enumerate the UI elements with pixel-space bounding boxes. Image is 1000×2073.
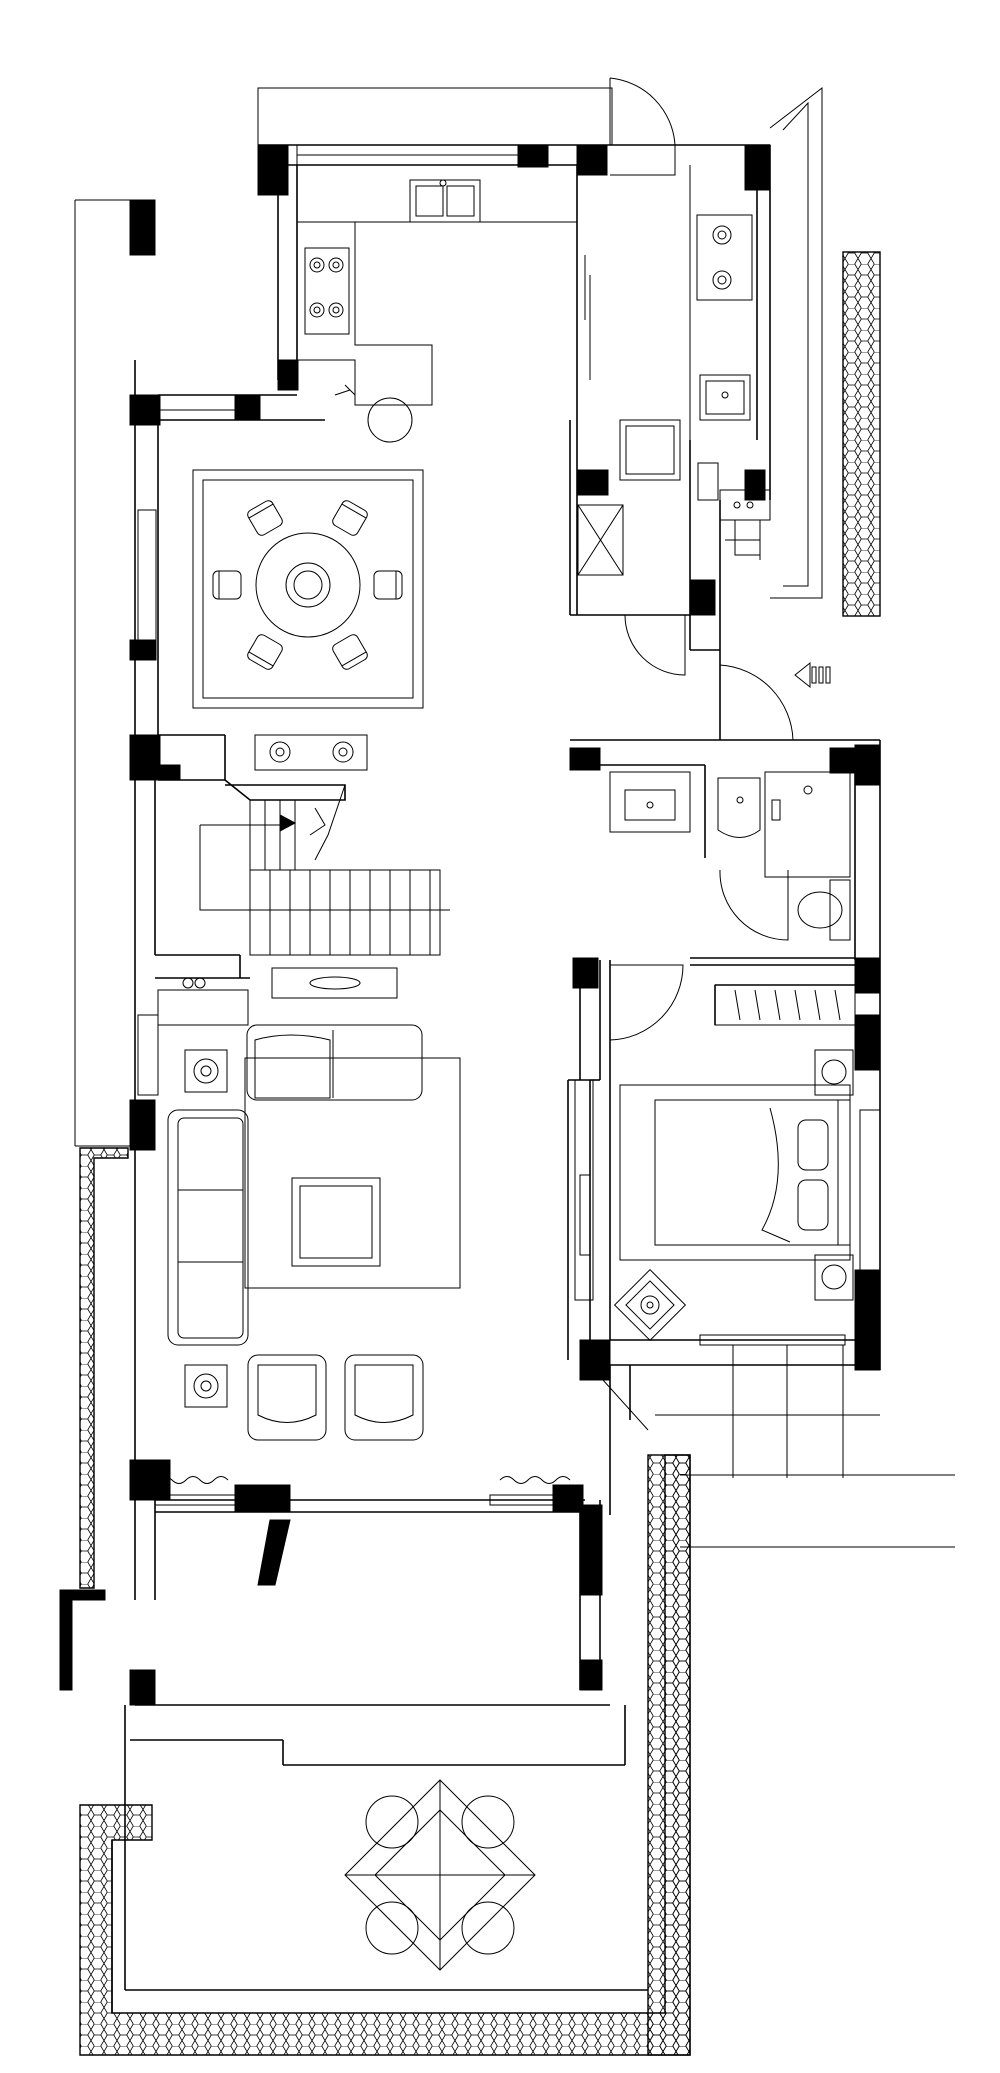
tv-console bbox=[271, 967, 398, 999]
living-rug bbox=[244, 1057, 461, 1289]
vanity bbox=[609, 771, 691, 833]
service-kitchen bbox=[577, 165, 771, 576]
three-seat-sofa bbox=[167, 1109, 249, 1346]
armchairs bbox=[247, 1354, 424, 1441]
living-room bbox=[157, 967, 571, 1484]
structural-columns bbox=[59, 144, 881, 1706]
staircase bbox=[199, 779, 450, 956]
coffee-table bbox=[291, 1177, 381, 1267]
four-burner-cooktop bbox=[304, 247, 350, 335]
double-bed bbox=[654, 1099, 851, 1246]
storage-cabinet bbox=[577, 504, 624, 576]
stair-steps bbox=[249, 800, 431, 955]
dining-room bbox=[192, 469, 424, 771]
dining-rug bbox=[192, 469, 424, 709]
bathroom bbox=[609, 771, 851, 941]
planter-left bbox=[79, 1147, 691, 2056]
gas-burners bbox=[696, 214, 753, 301]
entrance-arrow-icon bbox=[794, 661, 831, 689]
shower bbox=[764, 771, 851, 878]
round-dining-table bbox=[255, 532, 361, 638]
wardrobe bbox=[714, 984, 856, 1026]
bedside-tables bbox=[814, 1049, 854, 1301]
planter-right-top bbox=[842, 251, 881, 617]
service-sink bbox=[699, 374, 751, 421]
side-tables bbox=[184, 1049, 228, 1408]
two-seat-sofa bbox=[246, 1024, 423, 1101]
bedroom-armchair bbox=[613, 1268, 687, 1342]
dining-sideboard bbox=[254, 734, 368, 771]
site-outline bbox=[74, 86, 955, 1548]
double-sink bbox=[409, 179, 481, 223]
dining-chairs bbox=[212, 500, 403, 670]
kitchen-stool bbox=[334, 384, 413, 443]
terrace-table-set bbox=[344, 1779, 536, 1971]
kitchen bbox=[296, 179, 577, 443]
windows bbox=[137, 144, 881, 1506]
refrigerator bbox=[619, 419, 681, 481]
toilet bbox=[797, 879, 851, 941]
terrace bbox=[344, 1779, 536, 1971]
stair-direction-arrow bbox=[279, 814, 297, 832]
doors bbox=[574, 77, 794, 1431]
bedroom bbox=[613, 984, 856, 1342]
planter-bottom-right bbox=[647, 1454, 691, 2056]
